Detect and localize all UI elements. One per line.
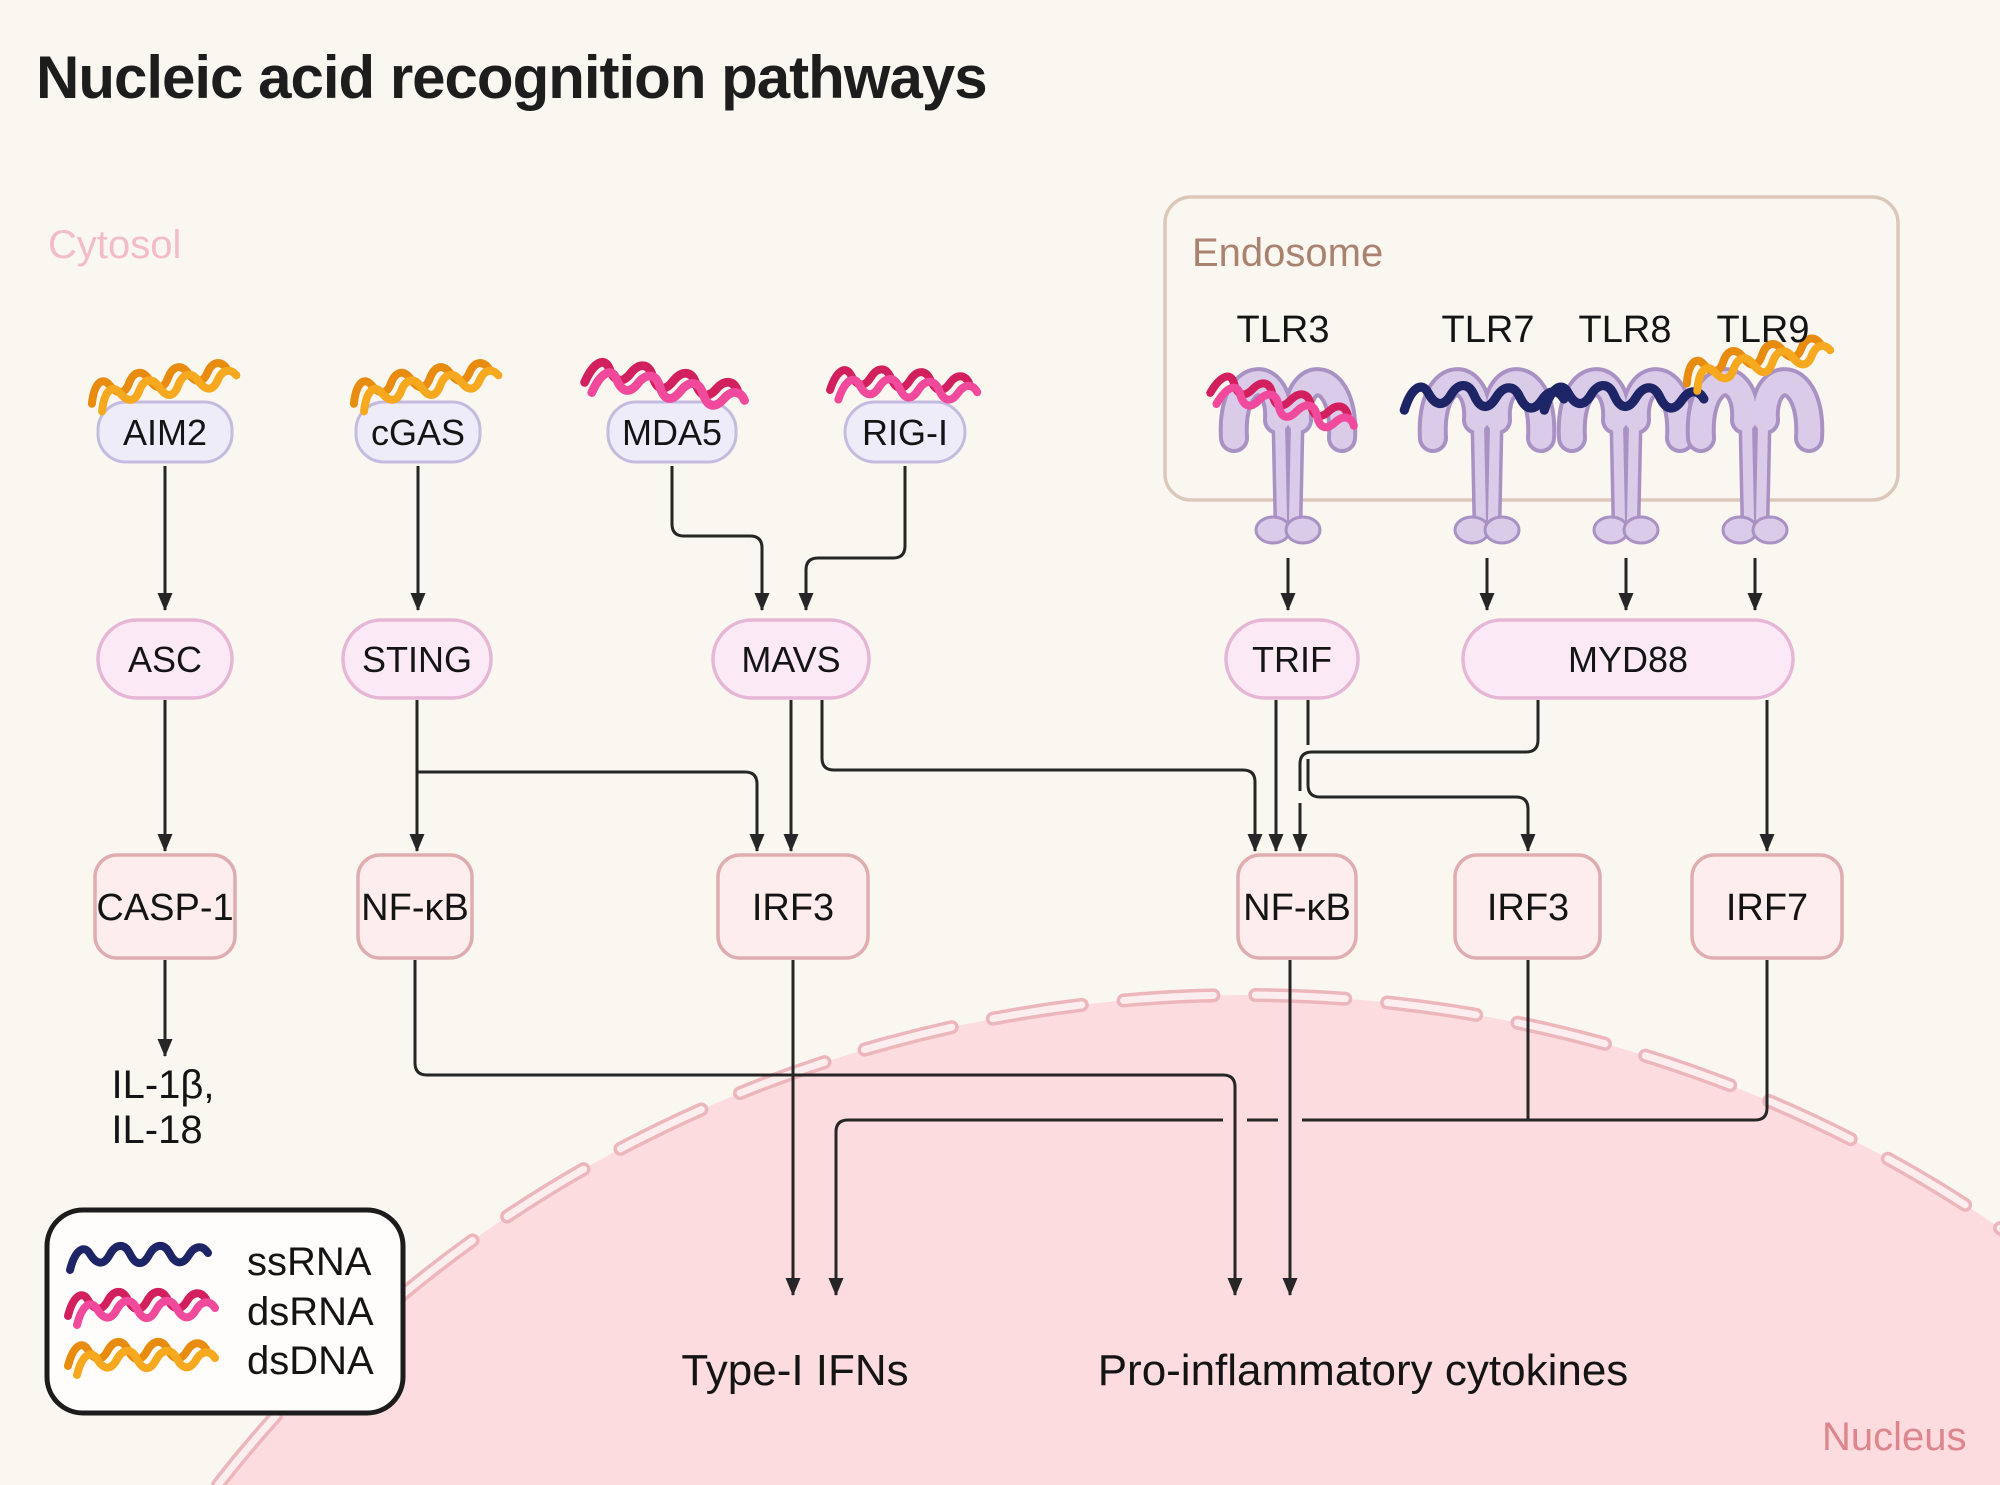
tlr9-label: TLR9 bbox=[1717, 309, 1810, 351]
sting-pill bbox=[341, 618, 493, 700]
casp1-box bbox=[93, 853, 237, 960]
effector-irf3-cytosol: IRF3 bbox=[716, 853, 870, 960]
adaptor-myd88: MYD88 bbox=[1461, 618, 1795, 700]
arrow-mda5-mavs bbox=[670, 466, 770, 611]
effector-nfkb-cytosol: NF-κB bbox=[356, 853, 474, 960]
il18-output-label: IL-18 bbox=[111, 1108, 202, 1152]
sensor-mda5: MDA5 bbox=[606, 400, 738, 464]
tlr8-label: TLR8 bbox=[1579, 309, 1672, 351]
adaptor-asc: ASC bbox=[96, 618, 234, 700]
effector-irf3-endosomal: IRF3 bbox=[1453, 853, 1602, 960]
sensor-aim2: AIM2 bbox=[96, 400, 234, 464]
nfkb-cytosol-box bbox=[356, 853, 474, 960]
arrow-nfkb-cyto-cytokines bbox=[413, 960, 1243, 1296]
adaptor-mavs: MAVS bbox=[711, 618, 871, 700]
legend-ssrna-label: ssRNA bbox=[247, 1240, 372, 1284]
arrow-mavs-nfkb-endo bbox=[820, 700, 1263, 852]
type-i-ifns-label: Type-I IFNs bbox=[681, 1346, 908, 1395]
arrow-sting-irf3 bbox=[417, 770, 765, 852]
mavs-label: MAVS bbox=[741, 639, 840, 680]
adaptor-trif: TRIF bbox=[1224, 618, 1360, 700]
nfkb-endosomal-box bbox=[1236, 853, 1358, 960]
adaptor-sting: STING bbox=[341, 618, 493, 700]
arrow-myd88-nfkb-endo bbox=[1300, 700, 1540, 851]
endosome-box bbox=[1163, 195, 1900, 502]
nucleus-label: Nucleus bbox=[1822, 1415, 1967, 1459]
rigi-label: RIG-I bbox=[862, 412, 948, 453]
irf3-endosomal-label: IRF3 bbox=[1487, 887, 1569, 929]
il1b-output-label: IL-1β, bbox=[111, 1063, 214, 1107]
aim2-pill bbox=[96, 400, 234, 464]
effector-irf7: IRF7 bbox=[1690, 853, 1844, 960]
legend-dsdna-label: dsDNA bbox=[247, 1339, 374, 1383]
tlr3-label: TLR3 bbox=[1237, 309, 1330, 351]
arrow-trif-irf3-endo bbox=[1306, 700, 1528, 851]
sting-label: STING bbox=[362, 639, 472, 680]
irf7-label: IRF7 bbox=[1726, 887, 1808, 929]
asc-pill bbox=[96, 618, 234, 700]
trif-label: TRIF bbox=[1252, 639, 1332, 680]
aim2-label: AIM2 bbox=[123, 412, 207, 453]
irf3-cytosol-box bbox=[716, 853, 870, 960]
trif-pill bbox=[1224, 618, 1360, 700]
nfkb-endosomal-label: NF-κB bbox=[1243, 887, 1351, 929]
arrow-irf7-ifns bbox=[836, 960, 1769, 1295]
effector-casp1: CASP-1 bbox=[93, 853, 237, 960]
nucleus-body bbox=[218, 995, 2000, 1485]
legend-dsrna-label: dsRNA bbox=[247, 1290, 374, 1334]
cgas-pill bbox=[354, 400, 482, 464]
legend: ssRNA dsRNA dsDNA bbox=[44, 1207, 406, 1416]
sensor-cgas: cGAS bbox=[354, 400, 482, 464]
endosome-label: Endosome bbox=[1192, 231, 1383, 275]
pathway-edges bbox=[157, 466, 1775, 1296]
irf3-endosomal-box bbox=[1453, 853, 1602, 960]
nucleus-region bbox=[209, 988, 2000, 1485]
asc-label: ASC bbox=[128, 639, 202, 680]
myd88-pill bbox=[1461, 618, 1795, 700]
casp1-label: CASP-1 bbox=[96, 887, 233, 929]
effector-nfkb-endosomal: NF-κB bbox=[1236, 853, 1358, 960]
irf3-cytosol-label: IRF3 bbox=[752, 887, 834, 929]
mavs-pill bbox=[711, 618, 871, 700]
proinflammatory-cytokines-label: Pro-inflammatory cytokines bbox=[1098, 1346, 1629, 1395]
arrow-rigi-mavs bbox=[798, 466, 907, 611]
diagram-title: Nucleic acid recognition pathways bbox=[36, 44, 987, 111]
myd88-label: MYD88 bbox=[1568, 639, 1688, 680]
nfkb-cytosol-label: NF-κB bbox=[361, 887, 469, 929]
cgas-label: cGAS bbox=[371, 412, 465, 453]
rigi-pill bbox=[843, 400, 967, 464]
irf7-box bbox=[1690, 853, 1844, 960]
mda5-label: MDA5 bbox=[622, 412, 722, 453]
sensor-rigi: RIG-I bbox=[843, 400, 967, 464]
tlr7-label: TLR7 bbox=[1442, 309, 1535, 351]
cytosol-label: Cytosol bbox=[48, 223, 181, 267]
